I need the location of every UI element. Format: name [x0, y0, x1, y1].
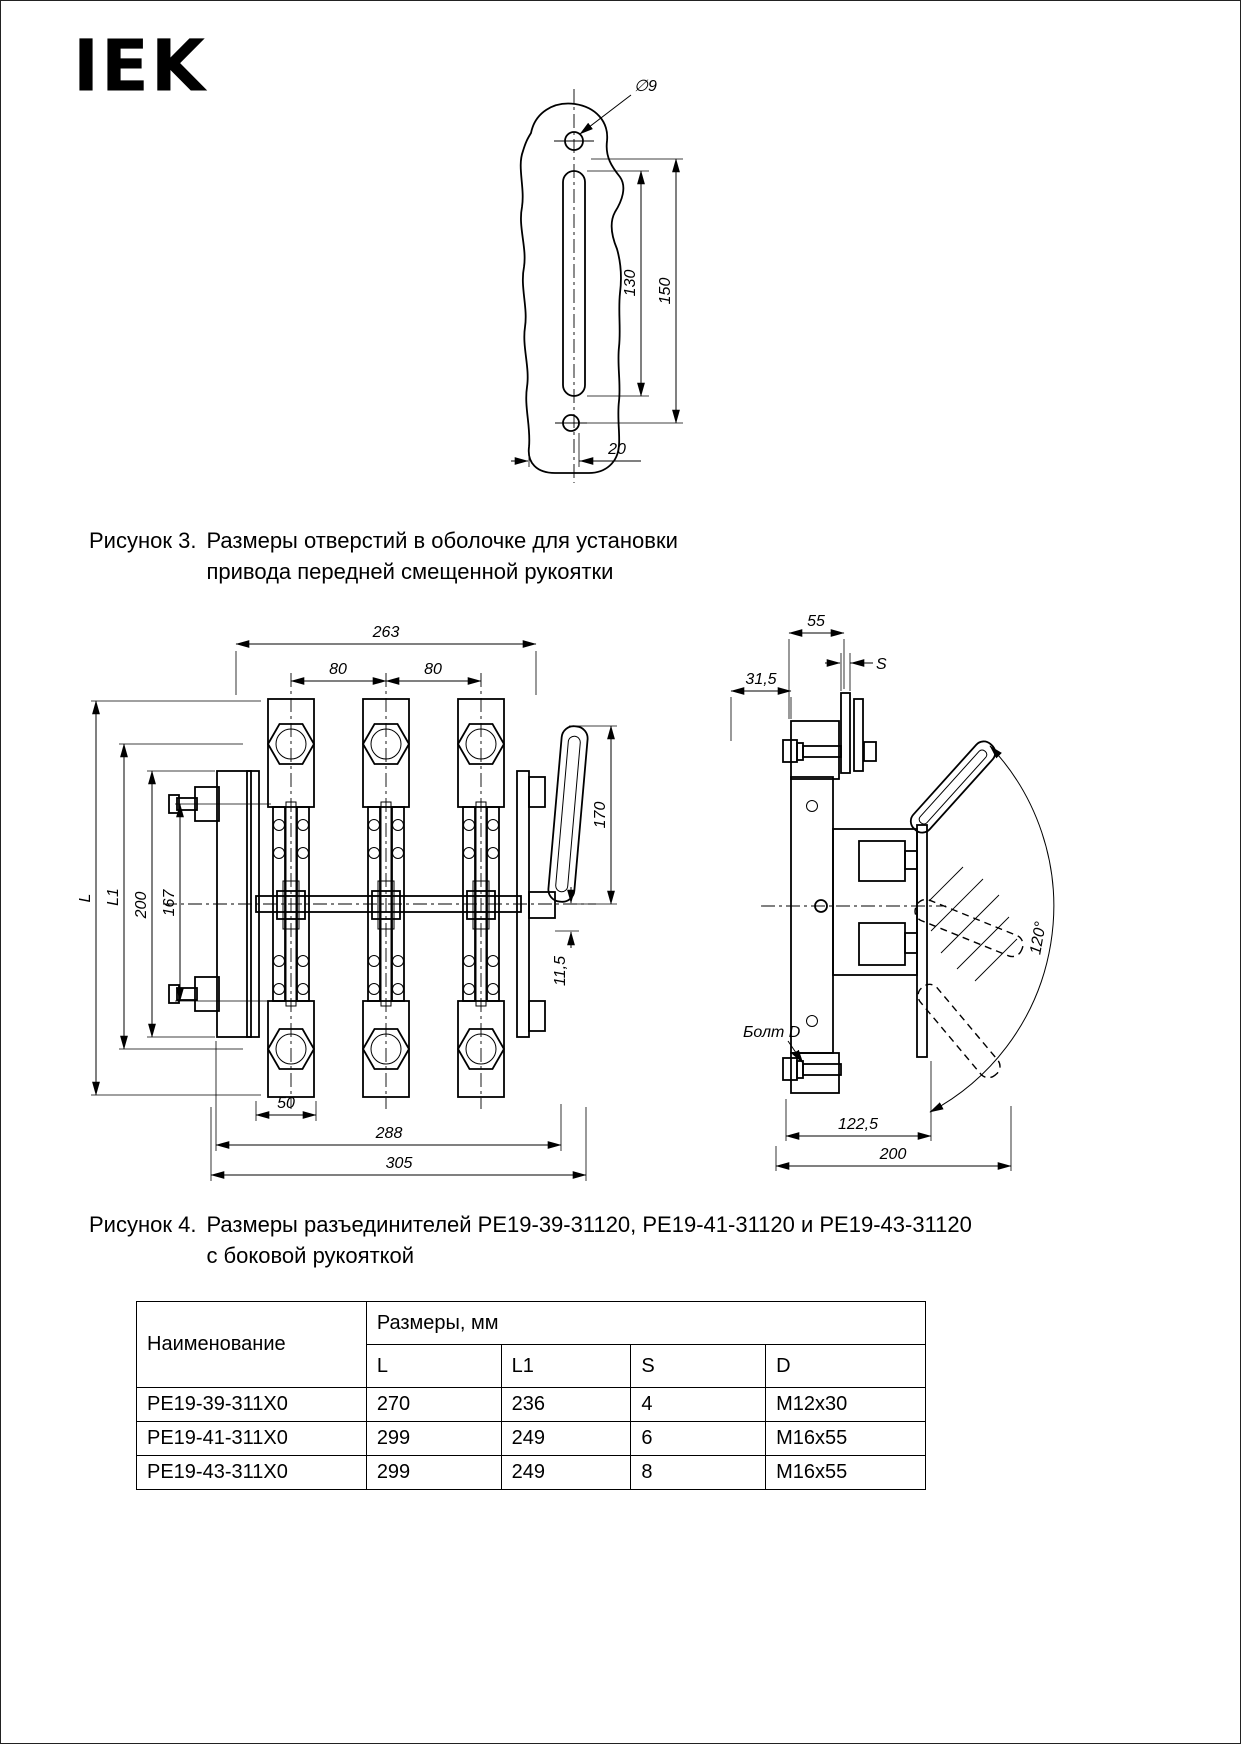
cell-name: РЕ19-39-311Х0 [136, 1387, 367, 1422]
dimension-50: 50 [255, 1095, 317, 1121]
dimension-angle-120: 120° [929, 745, 1055, 1113]
dim-label-150: 150 [657, 278, 674, 305]
dim-label-200-side: 200 [879, 1146, 907, 1163]
iek-logo: IEK [73, 24, 208, 108]
cell-L1: 236 [500, 1387, 632, 1422]
dim-label-263: 263 [372, 624, 400, 641]
enclosure-plate-outline [519, 102, 625, 474]
dimension-31-5: 31,5 [730, 671, 792, 741]
figure4-caption-line1: Размеры разъединителей РЕ19-39-31120, РЕ… [206, 1212, 972, 1237]
cell-L1: 249 [500, 1421, 632, 1456]
cell-D: М16х55 [765, 1455, 926, 1490]
dim-label-L1: L1 [105, 888, 122, 906]
header-col-D: D [765, 1344, 926, 1388]
dimension-L: L [77, 700, 261, 1096]
dimension-55: 55 [788, 613, 845, 719]
header-name: Наименование [136, 1301, 367, 1388]
dimension-170: 170 [569, 725, 617, 905]
dim-label-120deg: 120° [1027, 920, 1050, 956]
dim-label-305: 305 [386, 1155, 413, 1172]
dim-label-80-right: 80 [424, 661, 442, 678]
top-bolt [782, 739, 877, 763]
cell-S: 6 [630, 1421, 767, 1456]
dimension-200: 200 [133, 770, 215, 1038]
dim-label-11-5: 11,5 [552, 956, 569, 986]
table-row: РЕ19-41-311Х0 299 249 6 М16х55 [136, 1421, 926, 1456]
figure4-side-view: 120° 55 S 31,5 Болт D [730, 613, 1055, 1171]
dimension-305: 305 [210, 1107, 587, 1181]
cell-S: 8 [630, 1455, 767, 1490]
handle-solid-position [909, 740, 997, 834]
cell-L: 299 [365, 1455, 502, 1490]
header-sizes: Размеры, мм [365, 1301, 927, 1345]
dim-label-130: 130 [622, 270, 639, 297]
dimension-288: 288 [215, 1041, 562, 1151]
figure4-caption-line2: с боковой рукояткой [206, 1243, 415, 1268]
figure4-caption-label: Рисунок 4. [89, 1212, 197, 1237]
dim-label-31-5: 31,5 [745, 671, 776, 688]
figure4-caption: Рисунок 4. Размеры разъединителей РЕ19-3… [89, 1209, 972, 1271]
figure3-caption: Рисунок 3. Размеры отверстий в оболочке … [89, 525, 678, 587]
table-row: РЕ19-39-311Х0 270 236 4 М12х30 [136, 1387, 926, 1422]
header-col-L: L [365, 1344, 502, 1388]
dim-label-200: 200 [133, 892, 150, 920]
mounting-slot [562, 170, 586, 397]
dimension-122-5: 122,5 [785, 1061, 932, 1141]
dimension-130: 130 [587, 170, 649, 397]
dim-label-122-5: 122,5 [838, 1116, 878, 1133]
section-hatch [928, 866, 1018, 982]
dimension-80-right: 80 [385, 661, 482, 685]
cell-name: РЕ19-43-311Х0 [136, 1455, 367, 1490]
dimension-20: 20 [511, 433, 641, 467]
dimension-263: 263 [235, 624, 537, 695]
dimension-80-left: 80 [290, 661, 387, 685]
figure3-caption-line2: привода передней смещенной рукоятки [206, 559, 614, 584]
figure3-caption-line1: Размеры отверстий в оболочке для установ… [206, 528, 678, 553]
dim-label-55: 55 [807, 613, 825, 630]
figure3-caption-label: Рисунок 3. [89, 528, 197, 553]
dim-label-167: 167 [161, 889, 178, 917]
cell-L: 270 [365, 1387, 502, 1422]
bolt-d-callout: Болт D [743, 1024, 804, 1064]
dim-label-S: S [876, 656, 887, 673]
cell-D: М16х55 [765, 1421, 926, 1456]
pivot-point [814, 899, 828, 913]
dimension-L1: L1 [105, 743, 243, 1050]
dimensions-table: Наименование Размеры, мм L L1 S D РЕ19-3… [136, 1301, 927, 1490]
dimension-S: S [825, 653, 887, 691]
cell-L1: 249 [500, 1455, 632, 1490]
figure4-front-view: 263 80 80 L L1 200 [77, 624, 617, 1181]
dim-label-L: L [77, 894, 94, 903]
dim-label-20: 20 [607, 441, 626, 458]
dimension-diameter: ∅9 [579, 78, 657, 135]
cell-S: 4 [630, 1387, 767, 1422]
dimension-200-side: 200 [775, 1106, 1012, 1171]
side-body [790, 692, 928, 1094]
figure3-drawing: ∅9 130 150 20 [511, 78, 683, 483]
header-col-L1: L1 [500, 1344, 632, 1388]
table-row: РЕ19-43-311Х0 299 249 8 М16х55 [136, 1455, 926, 1490]
dim-label-dia: ∅9 [634, 78, 657, 95]
header-col-S: S [630, 1344, 767, 1388]
bolt-d-label: Болт D [743, 1024, 801, 1041]
dim-label-288: 288 [375, 1125, 403, 1142]
dimension-11-5: 11,5 [552, 887, 579, 986]
dim-label-50: 50 [277, 1095, 295, 1112]
dimension-150: 150 [581, 158, 683, 424]
cell-L: 299 [365, 1421, 502, 1456]
cell-name: РЕ19-41-311Х0 [136, 1421, 367, 1456]
dim-label-80-left: 80 [329, 661, 347, 678]
dim-label-170: 170 [592, 802, 609, 829]
bottom-bolt [782, 1057, 842, 1081]
top-hole [564, 131, 584, 151]
cell-D: М12х30 [765, 1387, 926, 1422]
dimension-167: 167 [161, 803, 271, 1002]
